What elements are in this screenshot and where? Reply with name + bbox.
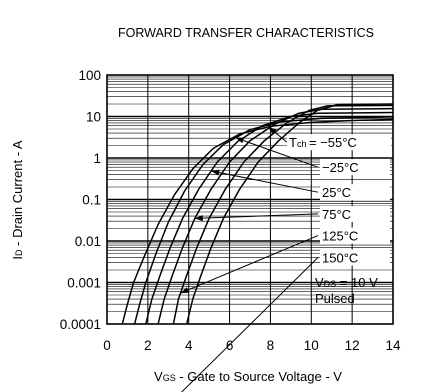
y-tick-label: 0.01 <box>75 234 101 249</box>
series-label-background <box>320 159 390 176</box>
series-leader-line <box>180 235 319 294</box>
x-axis-label: VGS - Gate to Source Voltage - V <box>154 369 342 384</box>
x-tick-label: 14 <box>385 338 401 353</box>
y-tick-label: 0.1 <box>82 193 101 208</box>
series-label: −25°C <box>322 160 359 175</box>
series-leader-line <box>181 257 319 392</box>
series-leader-line <box>194 213 319 219</box>
series-label-leaders <box>180 126 319 392</box>
series-label: 75°C <box>322 207 351 222</box>
series-leader-arrow <box>180 287 190 294</box>
series-label-background <box>320 227 390 244</box>
plot-area-frame <box>106 74 394 325</box>
y-axis-label: ID - Drain Current - A <box>10 140 25 260</box>
y-tick-label: 0.001 <box>67 276 101 291</box>
series-curve <box>121 118 394 325</box>
series-leader-line <box>211 170 319 193</box>
y-tick-label: 1 <box>93 151 101 166</box>
series-label-background <box>320 249 390 266</box>
series-label: 25°C <box>322 185 351 200</box>
x-tick-label: 4 <box>185 338 193 353</box>
y-tick-label: 0.0001 <box>60 317 101 332</box>
series-label: 125°C <box>322 229 358 244</box>
x-tick-label: 6 <box>226 338 234 353</box>
y-tick-label: 10 <box>86 110 101 125</box>
x-tick-label: 12 <box>345 338 360 353</box>
axis-ticks: 0 2 4 6 8 10 12 14 0.0001 0.001 0.01 0.1 1 10 100 <box>60 68 401 353</box>
operating-condition-annotation: VDS = 10 V Pulsed <box>315 275 378 306</box>
x-tick-label: 2 <box>144 338 152 353</box>
series-labels: Tch = −55°C −25°C 25°C 75°C 125°C 150°C <box>287 134 391 266</box>
x-tick-label: 8 <box>267 338 275 353</box>
series-leader-arrow <box>235 137 245 144</box>
series-curve <box>185 103 394 325</box>
series-curve <box>145 111 394 325</box>
series-label-background <box>287 134 391 151</box>
series-label: Tch = −55°C <box>289 135 357 150</box>
vds-annotation: VDS = 10 V <box>315 275 378 290</box>
series-curve <box>133 116 394 325</box>
series-leader-line <box>235 137 319 168</box>
chart-title: FORWARD TRANSFER CHARACTERISTICS <box>118 26 374 40</box>
series-curves <box>121 103 394 325</box>
series-curve <box>157 107 394 325</box>
series-leader-arrow <box>194 215 203 222</box>
y-tick-label: 100 <box>78 68 101 83</box>
series-leader-arrow <box>211 169 220 176</box>
pulsed-annotation: Pulsed <box>315 291 355 306</box>
series-label-background <box>320 205 390 222</box>
x-tick-label: 0 <box>103 338 111 353</box>
series-leader-arrow <box>268 126 277 135</box>
x-tick-label: 10 <box>304 338 319 353</box>
series-label-background <box>320 184 390 201</box>
series-label: 150°C <box>322 251 358 266</box>
